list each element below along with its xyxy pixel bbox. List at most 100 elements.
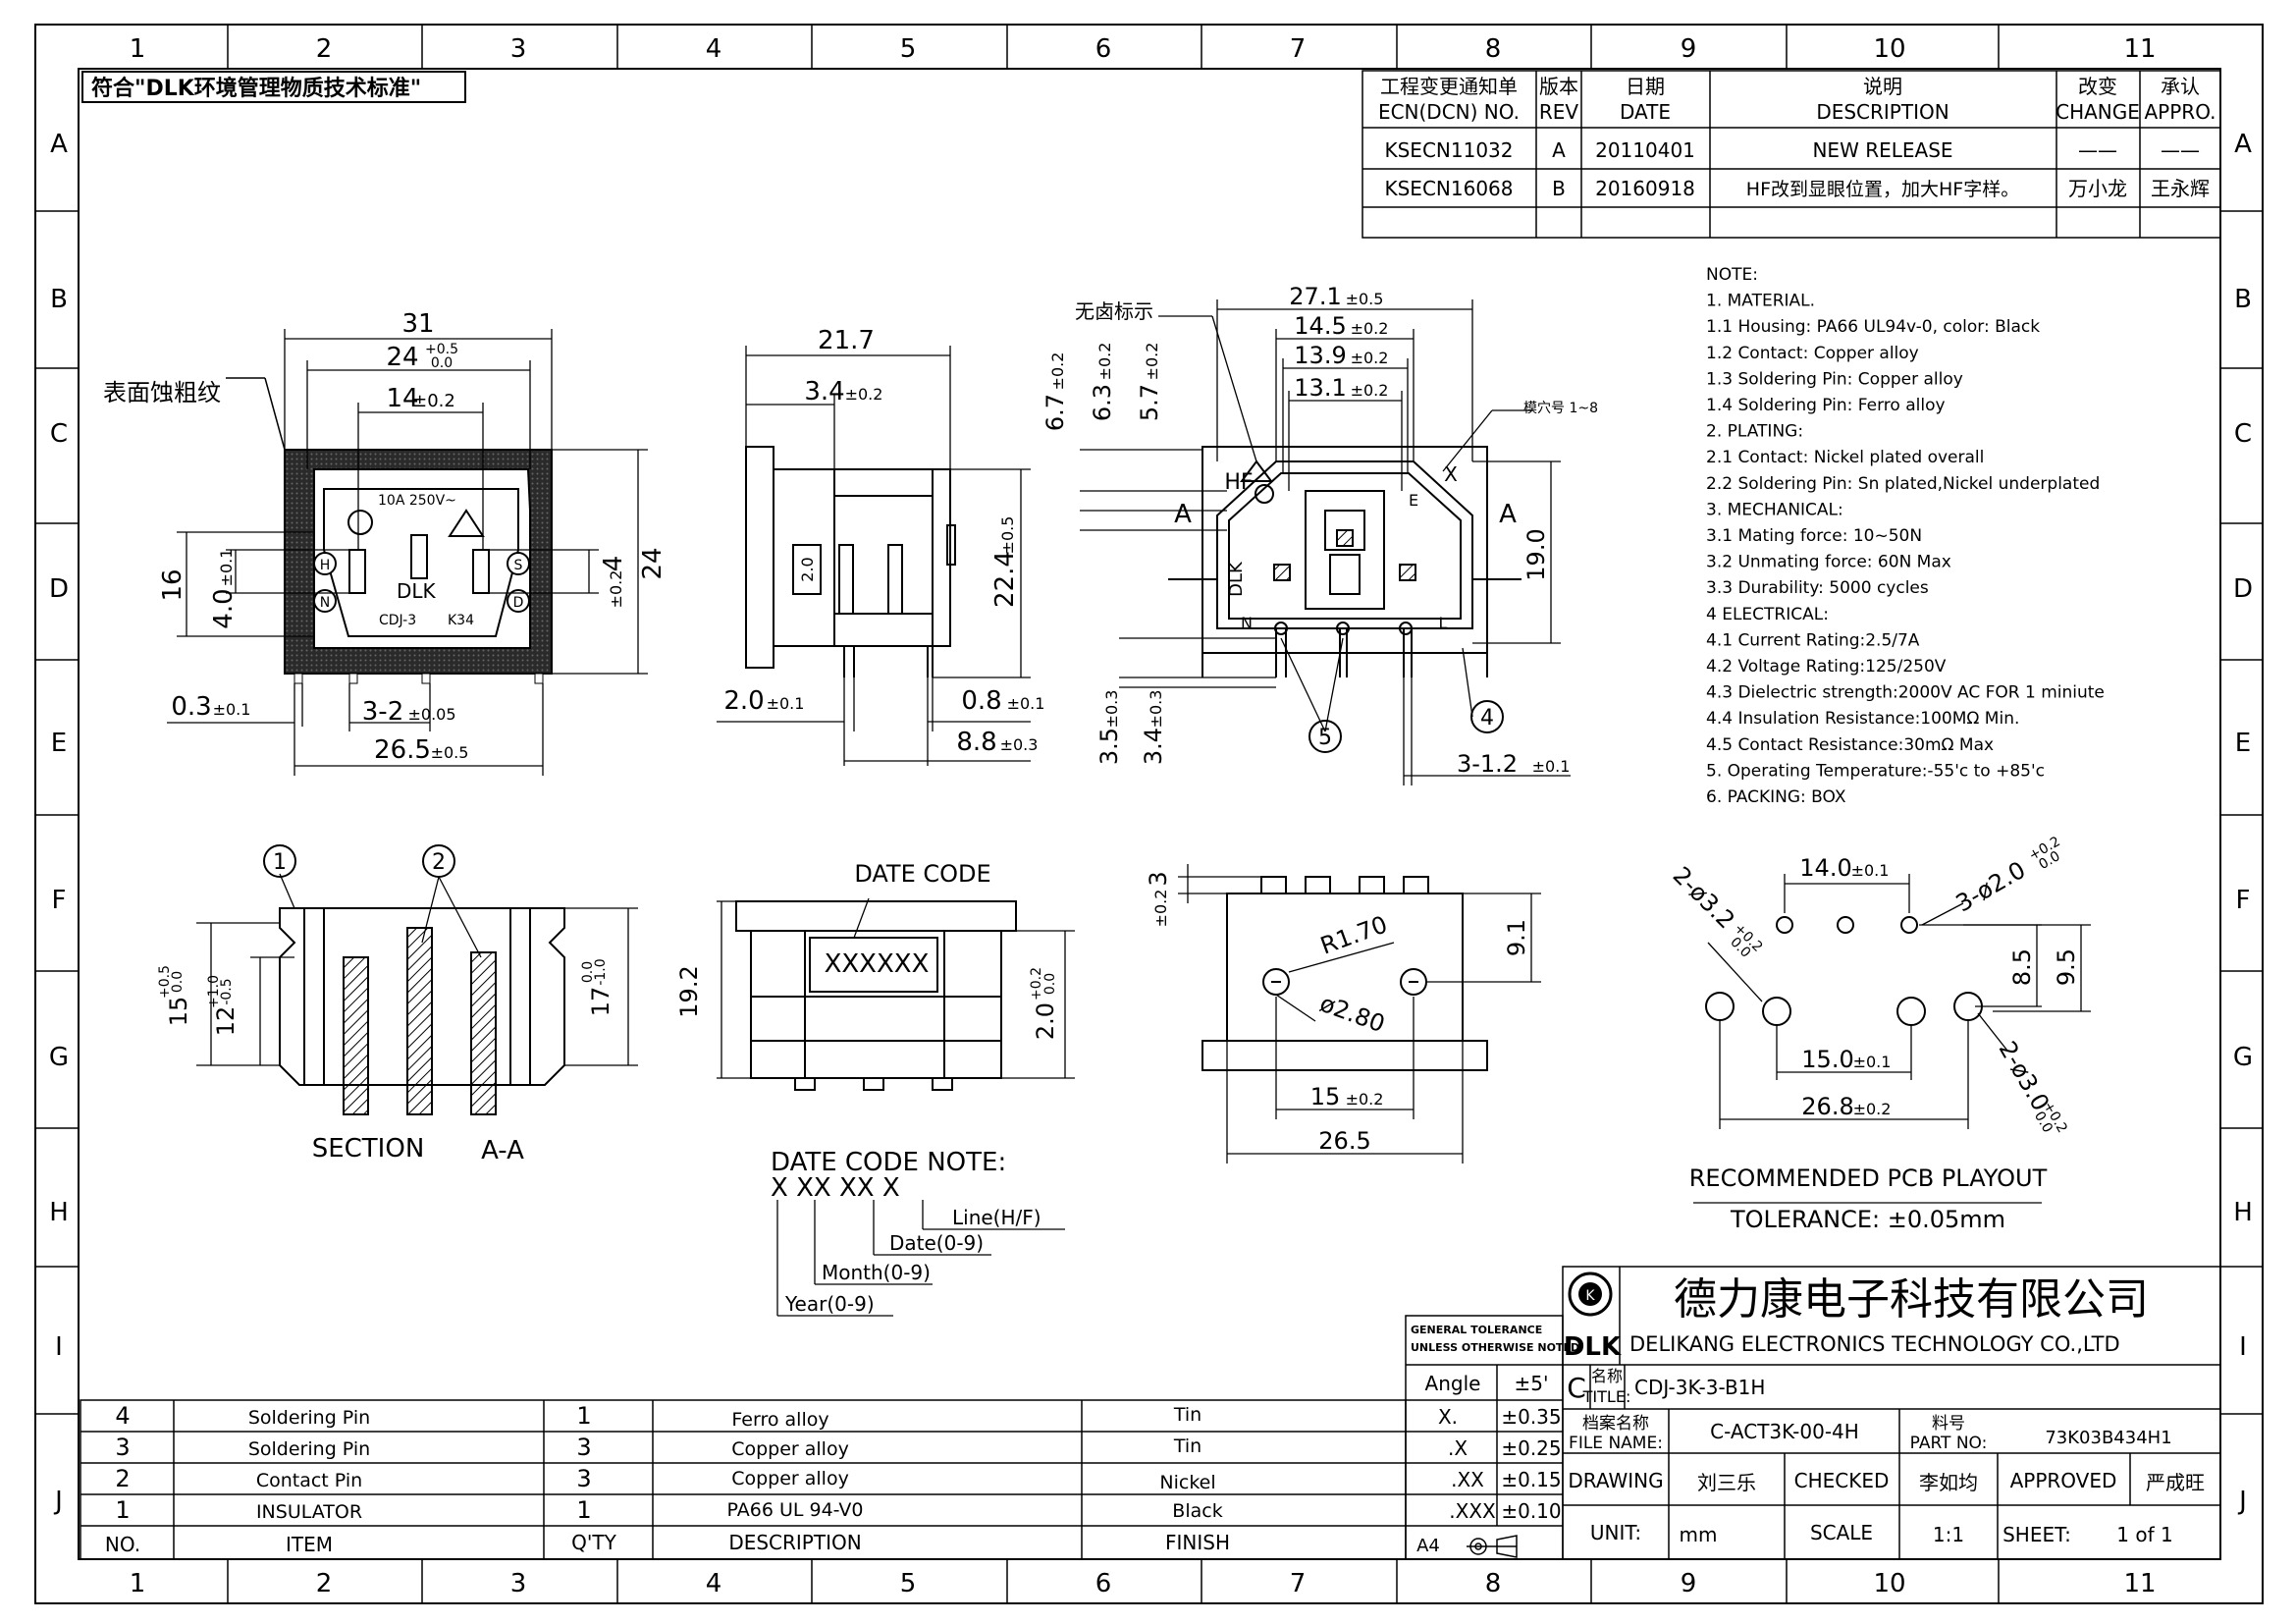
dim-3-tol: ±0.2 <box>1151 890 1170 928</box>
note-line: 4.3 Dielectric strength:2000V AC FOR 1 m… <box>1706 683 2105 703</box>
pcb-dim-150-tol: ±0.1 <box>1853 1053 1892 1071</box>
rev-cell: 王永辉 <box>2151 177 2210 200</box>
rev-header-en: CHANGE <box>2056 100 2140 124</box>
part-label-cn: 料号 <box>1932 1414 1965 1434</box>
pcb-layout <box>1693 874 2091 1204</box>
col-label: 3 <box>510 1569 527 1598</box>
file-value: C-ACT3K-00-4H <box>1710 1420 1859 1443</box>
label-halogen: 无卤标示 <box>1075 299 1153 323</box>
rev-header-en: APPRO. <box>2145 100 2216 124</box>
checked-label: CHECKED <box>1794 1469 1890 1492</box>
tol-val: ±0.35 <box>1501 1405 1561 1429</box>
tol-general: GENERAL TOLERANCE <box>1411 1324 1542 1336</box>
title-label-en: TITLE: <box>1582 1387 1631 1406</box>
rev-cell: KSECN16068 <box>1385 177 1514 200</box>
bom-cell: Copper alloy <box>731 1438 849 1460</box>
dim-57-tol: ±0.2 <box>1143 343 1161 381</box>
note-line: 2. PLATING: <box>1706 422 1803 442</box>
col-label: 6 <box>1095 1569 1112 1598</box>
row-label: F <box>2236 886 2251 915</box>
tol-key: Angle <box>1425 1372 1481 1395</box>
svg-text:S: S <box>514 558 523 573</box>
unit-label: UNIT: <box>1590 1521 1641 1544</box>
svg-text:K: K <box>1585 1288 1595 1304</box>
bom-cell: 1 <box>576 1402 591 1430</box>
note-line: 4.2 Voltage Rating:125/250V <box>1706 657 1947 677</box>
dim-63-tol: ±0.2 <box>1095 343 1114 381</box>
dim-32: 3-2 <box>362 697 403 727</box>
dim-139: 13.9 <box>1294 342 1346 369</box>
pcb-dim-140: 14.0 <box>1799 854 1851 882</box>
dim-145: 14.5 <box>1294 312 1346 340</box>
row-label: C <box>50 419 68 449</box>
row-label: G <box>2233 1043 2253 1072</box>
bom-cell: Ferro alloy <box>731 1409 828 1431</box>
section-title: SECTION <box>312 1134 425 1164</box>
rev-header-cn: 工程变更通知单 <box>1380 75 1518 98</box>
col-label: 1 <box>130 1569 146 1598</box>
dim-17-tol: 0.0 <box>580 961 596 983</box>
pcb-tolerance: TOLERANCE: ±0.05mm <box>1730 1206 2005 1233</box>
drawing-value: 刘三乐 <box>1697 1471 1756 1494</box>
note-line: 3.2 Unmating force: 60N Max <box>1706 553 1951 572</box>
rev-header-cn: 承认 <box>2161 75 2200 98</box>
pin-n: N <box>1241 614 1253 632</box>
dim-35: 3.5 <box>1095 728 1123 765</box>
rev-header-cn: 改变 <box>2078 75 2117 98</box>
col-label: 1 <box>130 34 146 64</box>
row-label: B <box>2234 285 2252 314</box>
svg-text:H: H <box>320 558 331 573</box>
bom-cell: 1 <box>115 1496 130 1524</box>
bom-cell: Black <box>1172 1500 1222 1522</box>
rev-header-cn: 日期 <box>1626 75 1665 98</box>
note-line: 1.3 Soldering Pin: Copper alloy <box>1706 369 1963 389</box>
rev-cell: HF改到显眼位置，加大HF字样。 <box>1746 179 2019 200</box>
row-label: J <box>53 1487 63 1516</box>
bom-cell: PA66 UL 94-V0 <box>727 1499 864 1521</box>
svg-text:D: D <box>513 595 524 611</box>
note-line: 5. Operating Temperature:-55'c to +85'c <box>1706 761 2045 781</box>
pcb-dim-150: 15.0 <box>1801 1046 1853 1073</box>
row-label: A <box>2234 130 2252 159</box>
pcb-dim-3phi: 3-ø2.0 <box>1951 856 2030 918</box>
title-block: K DLK 德力康电子科技有限公司 DELIKANG ELECTRONICS T… <box>1562 1266 2221 1560</box>
rev-cell: 万小龙 <box>2068 177 2127 200</box>
rev-cell: NEW RELEASE <box>1812 138 1952 162</box>
row-label: B <box>50 285 68 314</box>
row-label: C <box>2234 419 2252 449</box>
dim-88: 8.8 <box>956 728 996 757</box>
face-code: K34 <box>448 613 474 628</box>
dim-312-tol: ±0.1 <box>1532 757 1571 776</box>
dim-265-tol: ±0.5 <box>431 743 469 762</box>
bom-cell: 3 <box>576 1434 591 1461</box>
rev-header-en: DATE <box>1620 100 1671 124</box>
file-label-cn: 档案名称 <box>1582 1414 1649 1434</box>
dim-224-tol: ±0.5 <box>998 516 1017 555</box>
bom-cell: 3 <box>576 1465 591 1492</box>
dim-17: 17 <box>587 987 614 1017</box>
top-view <box>1178 864 1541 1164</box>
dim-34-tol: ±0.2 <box>845 385 883 404</box>
dim-08: 0.8 <box>961 686 1001 716</box>
section-a-right: A <box>1499 500 1517 529</box>
rev-header-en: REV <box>1539 100 1579 124</box>
dim-34: 3.4 <box>804 377 844 406</box>
dim-34r: 3.4 <box>1140 728 1167 765</box>
note-line: 4.4 Insulation Resistance:100MΩ Min. <box>1706 709 2019 729</box>
date-note-month: Month(0-9) <box>822 1261 931 1284</box>
rev-header-cn: 版本 <box>1539 75 1578 98</box>
section-view <box>196 844 638 1115</box>
dim-15-tol: 0.0 <box>170 971 186 993</box>
tol-val: ±5' <box>1515 1372 1549 1395</box>
callout-4: 4 <box>1480 706 1494 731</box>
bottom-view <box>717 897 1075 1091</box>
note-line: 1. MATERIAL. <box>1706 292 1815 311</box>
company-cn: 德力康电子科技有限公司 <box>1674 1274 2149 1325</box>
dim-14: 14 <box>386 384 418 413</box>
dim-16: 16 <box>158 568 187 601</box>
dim-139-tol: ±0.2 <box>1351 349 1389 367</box>
compliance-text: 符合"DLK环境管理物质技术标准" <box>91 76 421 101</box>
rev-cell: A <box>1552 138 1566 162</box>
dim-271-tol: ±0.5 <box>1346 290 1384 308</box>
note-line: 3. MECHANICAL: <box>1706 500 1843 519</box>
